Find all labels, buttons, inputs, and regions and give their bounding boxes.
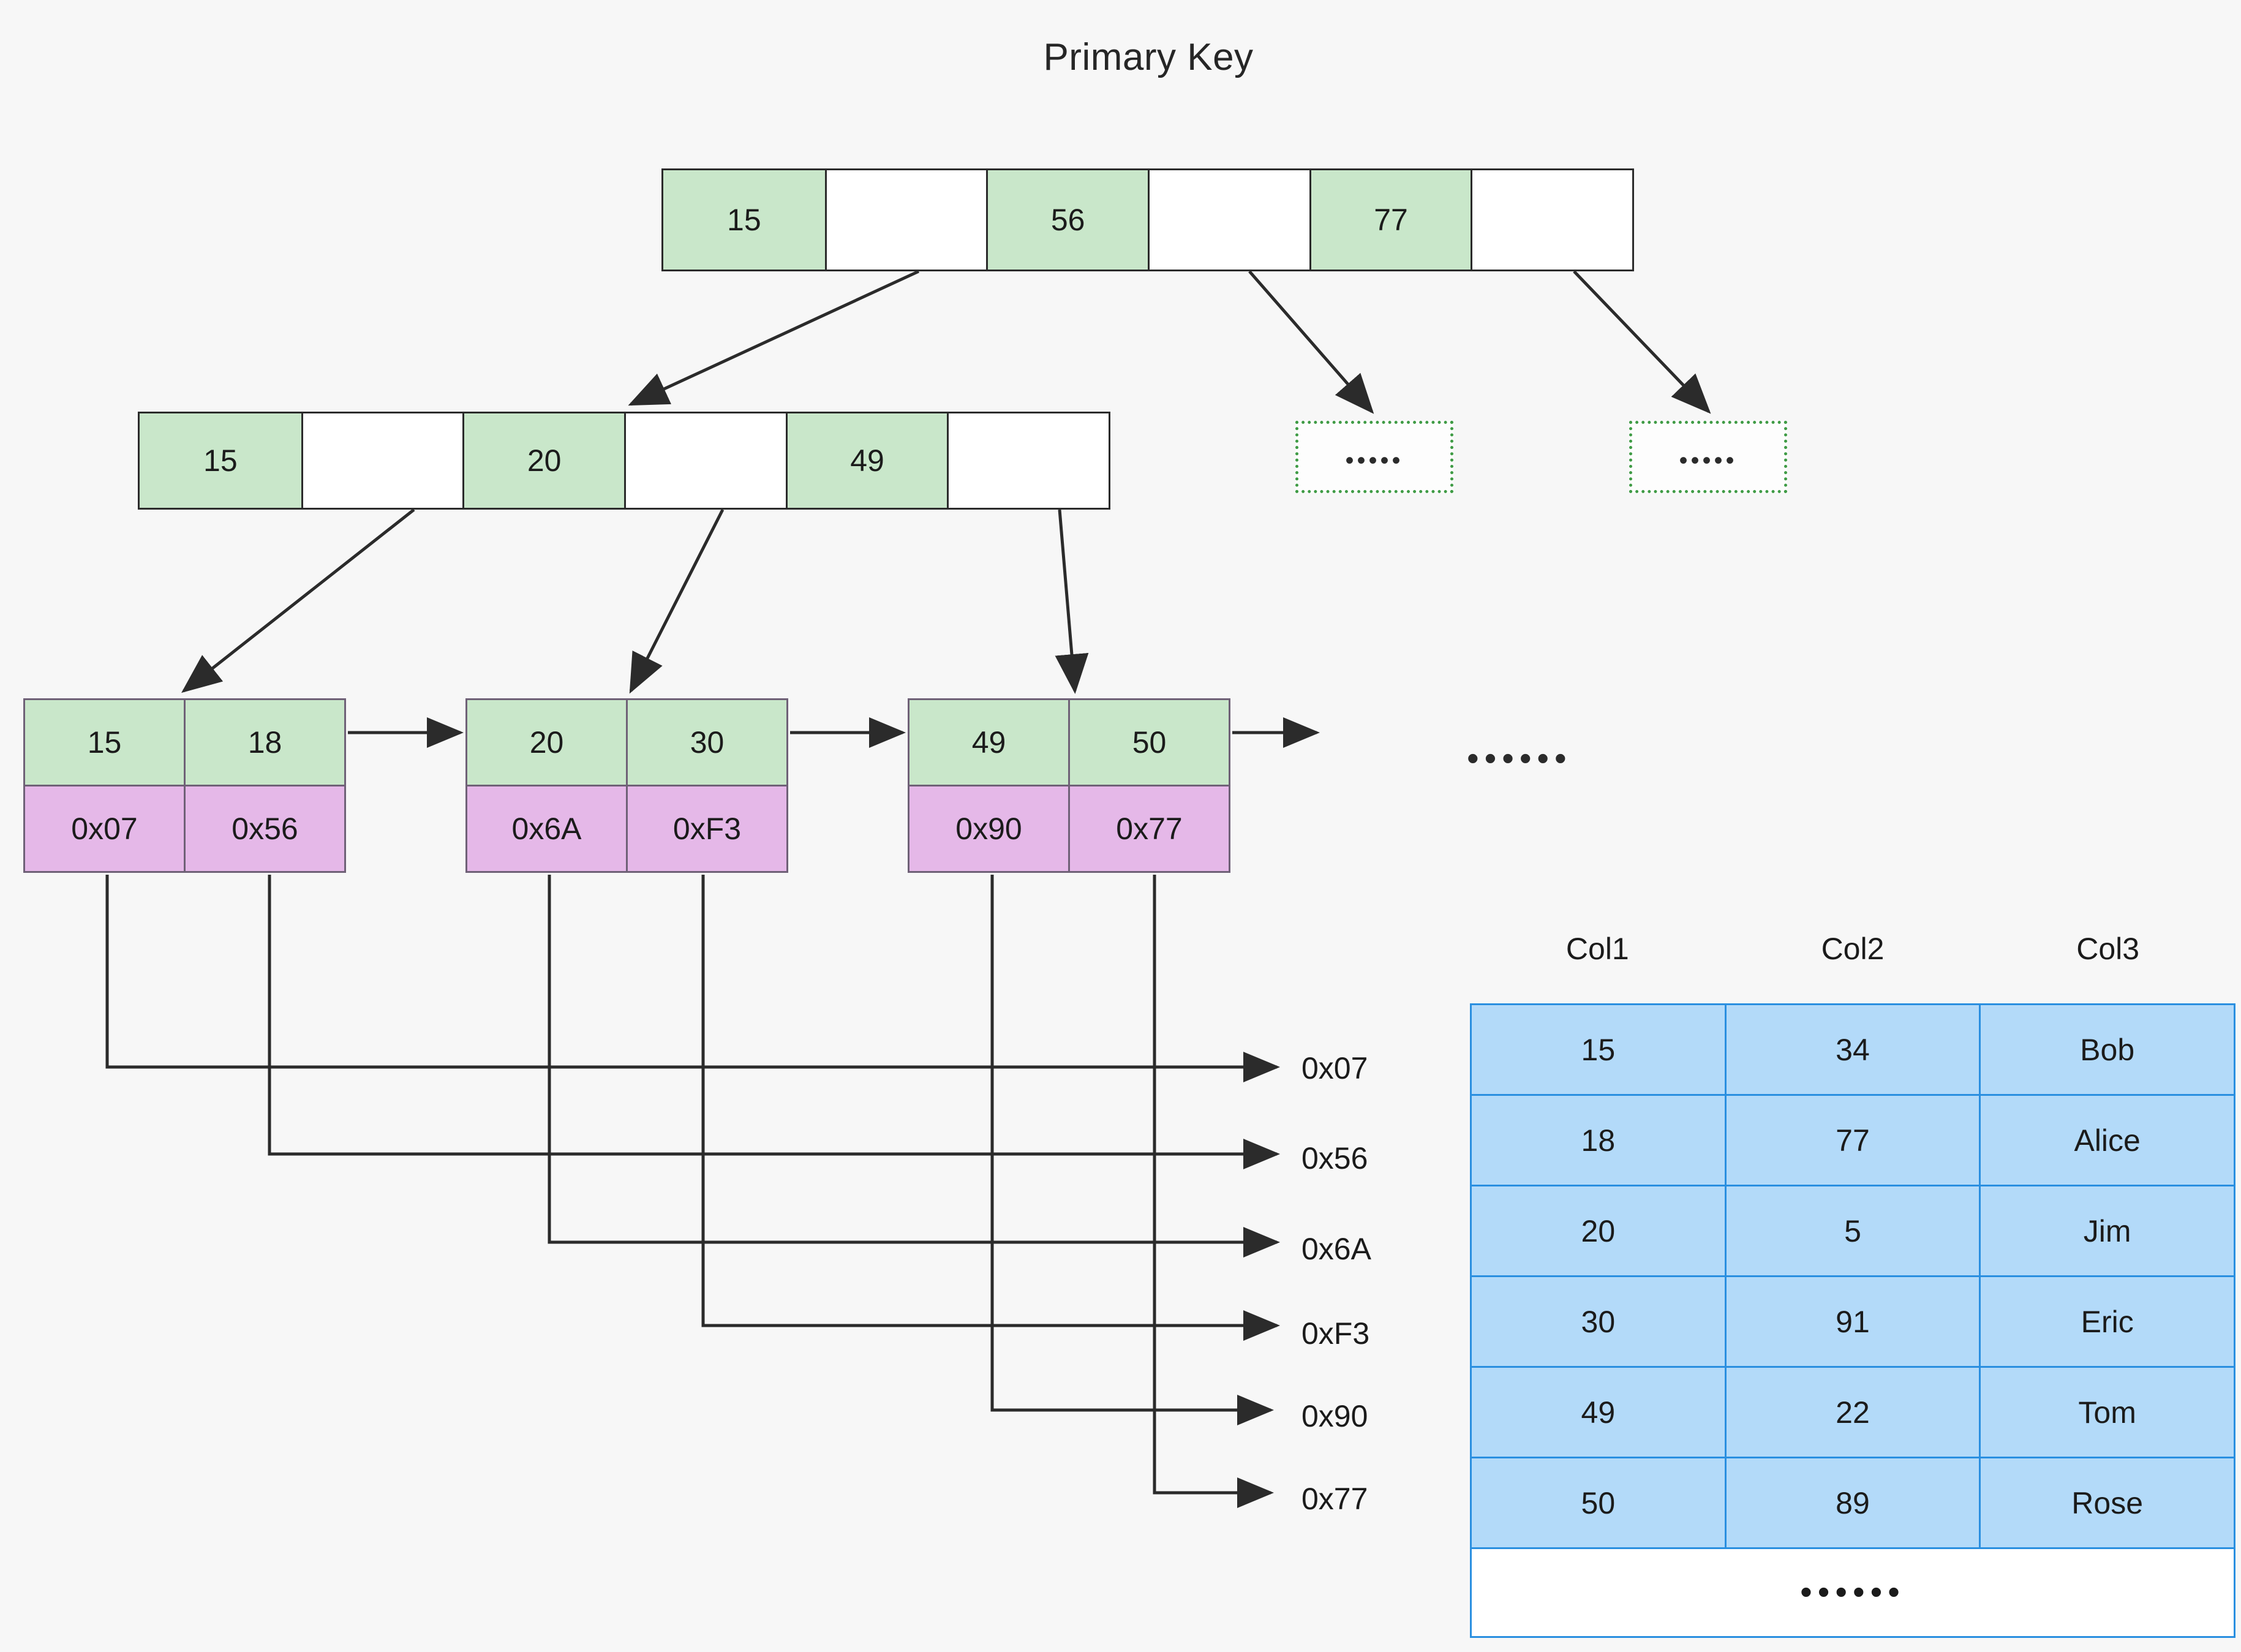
internal-key-0: 15	[140, 413, 301, 508]
table-cell: 5	[1724, 1185, 1981, 1277]
internal-key-2: 49	[785, 413, 947, 508]
leaf-key: 20	[467, 700, 626, 785]
internal-key-1: 20	[462, 413, 624, 508]
edge-ptr-0x6A	[548, 875, 1280, 1258]
leaf-pointer: 0x90	[910, 786, 1068, 871]
table-cell: Alice	[1979, 1094, 2235, 1186]
placeholder-node-1: •••••	[1295, 421, 1453, 493]
table-row: 15 34 Bob	[1470, 1003, 2235, 1096]
leaf-pointer-row: 0x6A 0xF3	[467, 786, 786, 871]
table-cell: 91	[1724, 1275, 1981, 1368]
table-cell: Rose	[1979, 1457, 2235, 1549]
edge-ptr-0x07	[105, 875, 1280, 1082]
root-key-2: 77	[1309, 170, 1471, 270]
root-key-1: 56	[986, 170, 1148, 270]
table-cell: 18	[1470, 1094, 1727, 1186]
internal-pointer-2	[947, 413, 1109, 508]
address-label-3: 0xF3	[1301, 1316, 1370, 1351]
btree-leaf-node: 15 18 0x07 0x56	[23, 698, 346, 873]
table-row: 49 22 Tom	[1470, 1366, 2235, 1458]
placeholder-dots: •••••	[1345, 447, 1404, 474]
edge-root-p0-to-internal	[628, 270, 920, 406]
leaf-key: 50	[1068, 700, 1229, 785]
table-cell: 15	[1470, 1003, 1727, 1096]
leaf-key: 49	[910, 700, 1068, 785]
root-pointer-1	[1148, 170, 1309, 270]
address-label-4: 0x90	[1301, 1399, 1368, 1433]
address-label-5: 0x77	[1301, 1482, 1368, 1516]
table-row: 50 89 Rose	[1470, 1457, 2235, 1549]
table-cell: 22	[1724, 1366, 1981, 1458]
table-header-col2: Col2	[1821, 932, 1885, 966]
table-cell: 49	[1470, 1366, 1727, 1458]
table-more-cell: ••••••	[1470, 1547, 2235, 1638]
leaf-key: 18	[184, 700, 344, 785]
table-header-row: Col1 Col2 Col3	[1470, 931, 2235, 967]
edge-internal-p1-to-leaf-b	[629, 508, 725, 694]
table-cell: 89	[1724, 1457, 1981, 1549]
leaf-pointer: 0xF3	[626, 786, 786, 871]
leaf-key-row: 15 18	[25, 700, 344, 786]
page-title: Primary Key	[1043, 36, 1254, 78]
btree-internal-node: 15 20 49	[138, 412, 1110, 510]
leaf-pointer: 0x6A	[467, 786, 626, 871]
table-header-col1: Col1	[1565, 932, 1629, 966]
table-cell: Eric	[1979, 1275, 2235, 1368]
table-row: 20 5 Jim	[1470, 1185, 2235, 1277]
root-pointer-2	[1471, 170, 1633, 270]
table-header-col3: Col3	[2076, 932, 2140, 966]
btree-root-node: 15 56 77	[661, 168, 1634, 271]
placeholder-node-2: •••••	[1629, 421, 1787, 493]
internal-pointer-0	[301, 413, 463, 508]
leaf-key-row: 20 30	[467, 700, 786, 786]
record-table: 15 34 Bob 18 77 Alice 20 5 Jim 30 91 Eri…	[1470, 1003, 2235, 1638]
address-label-2: 0x6A	[1301, 1232, 1371, 1266]
root-key-0: 15	[663, 170, 825, 270]
leaf-chain-ellipsis: ••••••	[1467, 739, 1572, 777]
edge-ptr-0x77	[1153, 875, 1274, 1508]
leaf-pointer-row: 0x90 0x77	[910, 786, 1229, 871]
leaf-pointer-row: 0x07 0x56	[25, 786, 344, 871]
table-cell: Jim	[1979, 1185, 2235, 1277]
leaf-key: 15	[25, 700, 184, 785]
leaf-key-row: 49 50	[910, 700, 1229, 786]
table-cell: 34	[1724, 1003, 1981, 1096]
address-label-0: 0x07	[1301, 1051, 1368, 1085]
address-label-1: 0x56	[1301, 1141, 1368, 1175]
btree-leaf-node: 20 30 0x6A 0xF3	[465, 698, 788, 873]
leaf-key: 30	[626, 700, 786, 785]
btree-leaf-node: 49 50 0x90 0x77	[908, 698, 1230, 873]
table-cell: 30	[1470, 1275, 1727, 1368]
table-cell: 77	[1724, 1094, 1981, 1186]
table-more-row: ••••••	[1470, 1547, 2235, 1638]
leaf-pointer: 0x56	[184, 786, 344, 871]
root-pointer-0	[824, 170, 987, 270]
table-cell: Bob	[1979, 1003, 2235, 1096]
table-cell: Tom	[1979, 1366, 2235, 1458]
table-more-dots: ••••••	[1800, 1572, 1905, 1611]
edge-internal-p2-to-leaf-c	[1055, 509, 1089, 694]
table-cell: 20	[1470, 1185, 1727, 1277]
leaf-pointer: 0x77	[1068, 786, 1229, 871]
edge-internal-p0-to-leaf-a	[181, 508, 415, 693]
leaf-pointer: 0x07	[25, 786, 184, 871]
edge-root-p1-to-placeholder-1	[1248, 270, 1374, 414]
edge-ptr-0x56	[268, 875, 1280, 1169]
table-row: 30 91 Eric	[1470, 1275, 2235, 1368]
table-row: 18 77 Alice	[1470, 1094, 2235, 1186]
edge-ptr-0x90	[990, 875, 1274, 1425]
edge-root-p2-to-placeholder-2	[1573, 270, 1711, 414]
table-cell: 50	[1470, 1457, 1727, 1549]
edge-ptr-0xF3	[701, 875, 1280, 1341]
placeholder-dots: •••••	[1679, 447, 1738, 474]
internal-pointer-1	[624, 413, 786, 508]
